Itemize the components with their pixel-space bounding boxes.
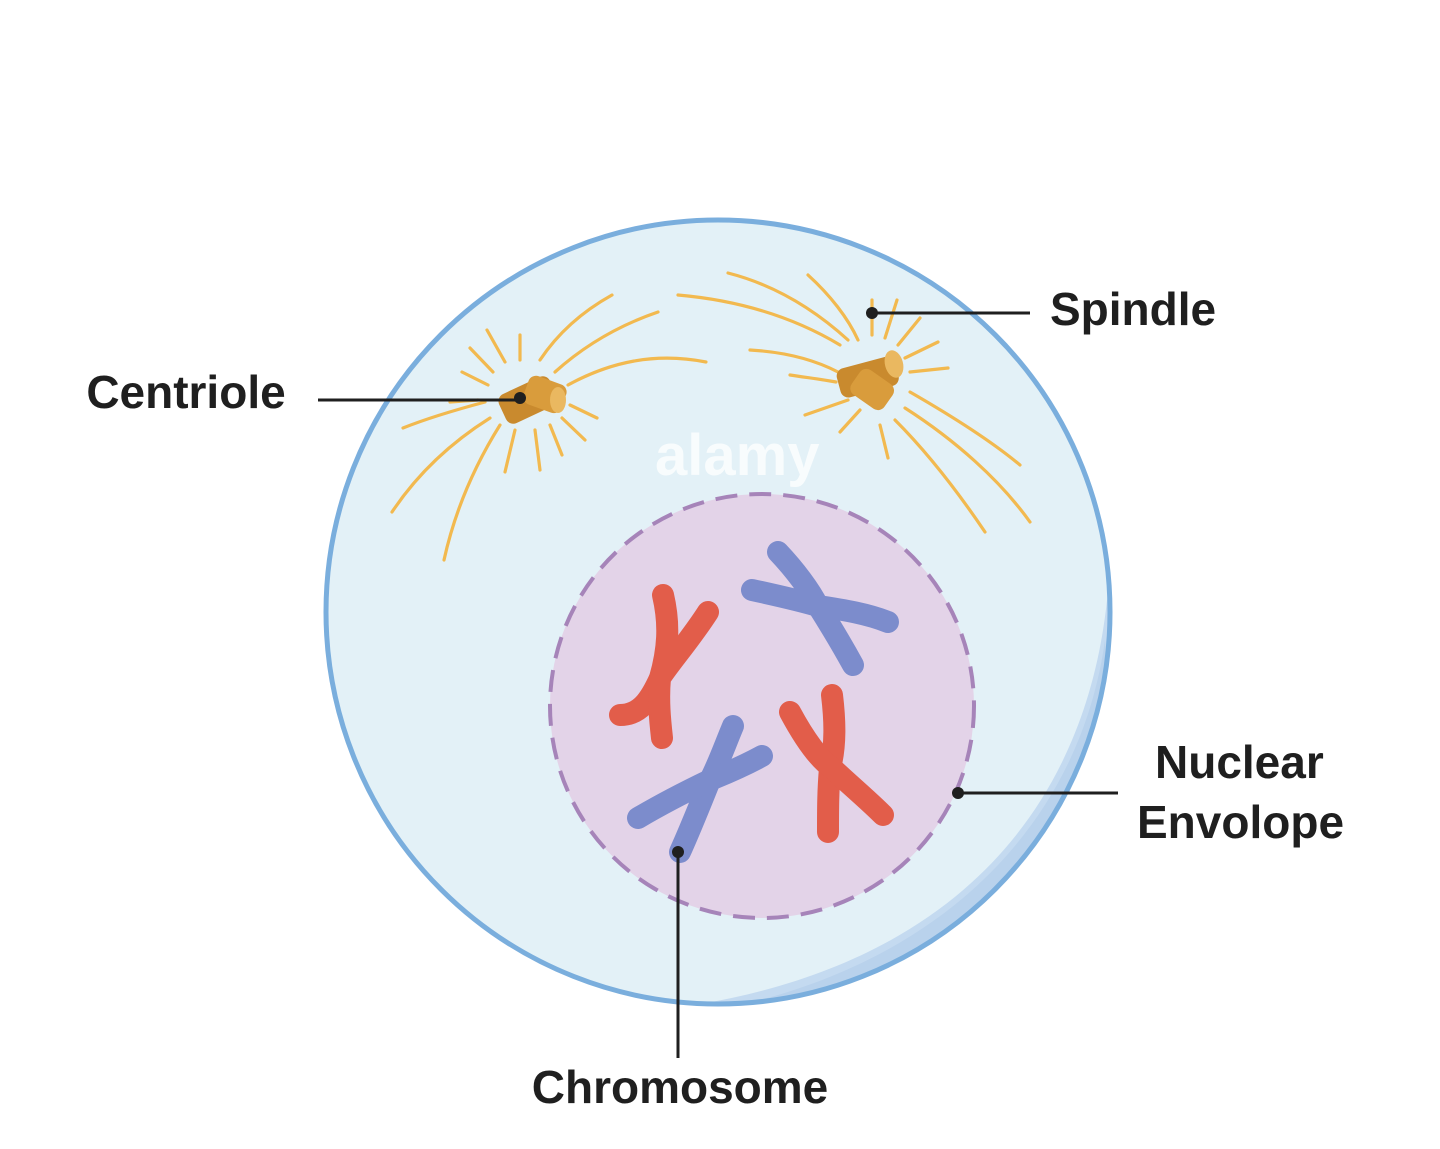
spindle-fiber: [568, 403, 599, 420]
spindle-fiber: [748, 348, 840, 374]
spindle-fiber: [533, 428, 542, 472]
spindle-fiber: [726, 271, 850, 342]
spindle-fiber: [893, 418, 987, 534]
cell-shadow-inner: [760, 640, 1107, 1000]
spindle-fiber: [390, 416, 492, 514]
spindle-fiber: [503, 428, 517, 474]
label-chromosome: Chromosome: [532, 1061, 828, 1113]
spindle-aster-left: [390, 293, 708, 562]
watermark-text: alamy: [655, 423, 819, 488]
nucleus: [548, 492, 976, 920]
spindle-fiber: [883, 298, 899, 340]
spindle-fiber: [676, 293, 842, 347]
nucleoplasm: [550, 494, 974, 918]
spindle-fiber: [806, 273, 860, 342]
chromosome-leader-dot: [672, 846, 684, 858]
chromosome-blue-top: [741, 541, 899, 676]
spindle-fiber: [468, 346, 495, 374]
spindle-fiber: [838, 408, 862, 434]
spindle-fiber: [538, 293, 614, 362]
spindle-fiber: [460, 370, 490, 387]
chromosome-red-right: [779, 684, 894, 843]
spindle-fiber: [566, 356, 708, 387]
centriole-right: [836, 350, 904, 411]
label-nuclear-line1: Nuclear: [1155, 736, 1324, 788]
label-leaders: [318, 307, 1118, 1058]
spindle-fiber: [442, 423, 502, 562]
spindle-fiber: [553, 310, 660, 374]
label-centriole: Centriole: [86, 366, 285, 418]
spindle-fiber: [788, 373, 838, 384]
labels: Centriole Spindle Nuclear Envolope Chrom…: [86, 283, 1344, 1113]
spindle-fiber: [485, 328, 507, 364]
chromosome-red-left: [609, 584, 719, 749]
cell-membrane: [323, 217, 1113, 1007]
nuclear-envelope-leader-dot: [952, 787, 964, 799]
spindle-fiber: [878, 423, 890, 460]
spindle-leader-dot: [866, 307, 878, 319]
spindle-fiber: [903, 406, 1032, 524]
label-spindle: Spindle: [1050, 283, 1216, 335]
spindle-fiber: [548, 423, 564, 457]
spindle-fiber: [896, 316, 922, 347]
spindle-fiber: [560, 416, 587, 442]
chromosome-blue-bottom: [627, 715, 773, 863]
spindle-aster-right: [676, 271, 1032, 534]
spindle-fiber: [803, 398, 850, 417]
spindle-fiber: [401, 400, 487, 430]
spindle-fiber: [903, 340, 940, 360]
spindle-fiber: [908, 366, 950, 374]
spindle-fiber: [908, 390, 1022, 467]
centriole-left: [498, 375, 567, 424]
nuclear-envelope: [548, 492, 976, 920]
centriole-leader-dot: [514, 392, 526, 404]
label-nuclear-line2: Envolope: [1137, 796, 1344, 848]
